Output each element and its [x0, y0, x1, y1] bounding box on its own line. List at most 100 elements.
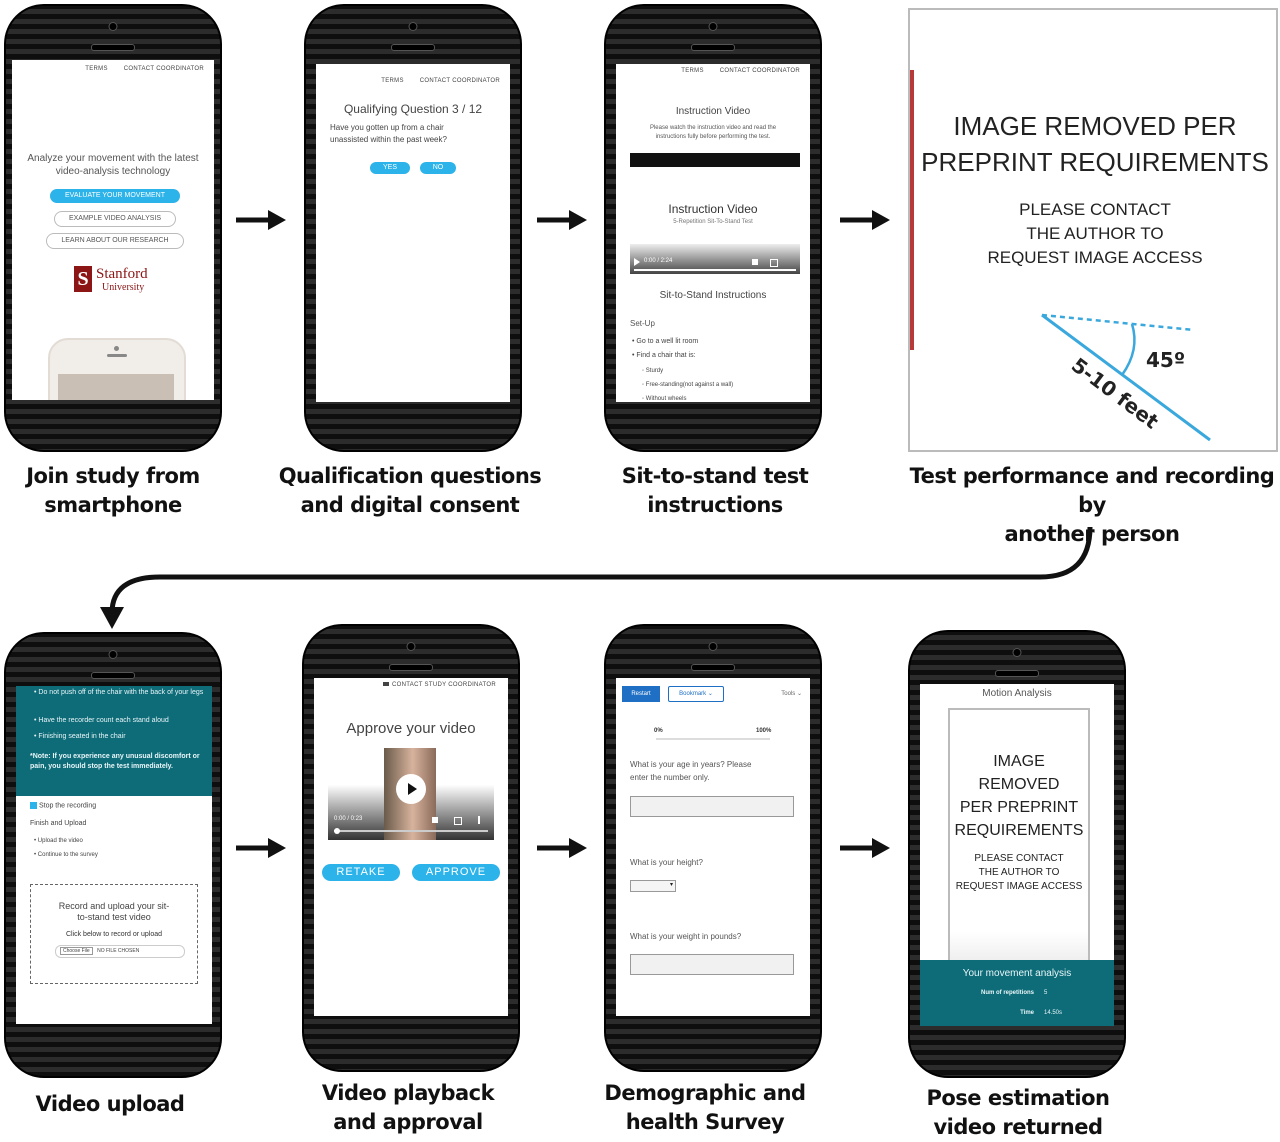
phone-approve: CONTACT STUDY COORDINATOR Approve your v…: [302, 624, 520, 1072]
speaker-icon: [91, 672, 135, 679]
speaker-icon: [91, 44, 135, 51]
time-label: Time: [1020, 1010, 1034, 1016]
evaluate-movement-button[interactable]: EVALUATE YOUR MOVEMENT: [50, 189, 180, 203]
dropdown-icon: ▾: [669, 882, 673, 888]
play-button-icon[interactable]: [396, 774, 426, 804]
weight-input[interactable]: [630, 954, 794, 975]
restart-button[interactable]: Restart: [622, 686, 660, 702]
caption-join: Join study from smartphone: [26, 464, 200, 517]
question-age: What is your age in years? Please enter …: [630, 760, 752, 782]
arrow-right-icon: [840, 210, 890, 230]
volume-icon[interactable]: [752, 259, 758, 265]
instruction-desc: Please watch the instruction video and r…: [649, 125, 777, 140]
fullscreen-icon[interactable]: [770, 259, 778, 267]
arrow-right-icon: [236, 210, 286, 230]
caption-survey: Demographic and health Survey: [604, 1081, 806, 1134]
contact-coordinator-link[interactable]: CONTACT COORDINATOR: [123, 66, 204, 72]
screen-upload: • Do not push off of the chair with the …: [16, 686, 212, 1024]
stop-icon: [30, 802, 37, 809]
instruction-video-subtitle: 5-Repetition Sit-To-Stand Test: [673, 219, 753, 225]
camera-icon: [408, 22, 418, 31]
angle-label: 45º: [1146, 348, 1185, 372]
top-links: TERMS CONTACT COORDINATOR: [367, 78, 500, 84]
list-item: • Continue to the survey: [34, 852, 98, 858]
analysis-footer: Your movement analysis Num of repetition…: [920, 960, 1114, 1026]
caption-pose: Pose estimation video returned: [926, 1086, 1110, 1139]
list-item: • Do not push off of the chair with the …: [34, 689, 204, 696]
no-file-text: NO FILE CHOSEN: [97, 948, 140, 954]
video-preview[interactable]: 0:00 / 0:23: [328, 748, 494, 840]
speaker-icon: [389, 664, 433, 671]
example-video-button[interactable]: EXAMPLE VIDEO ANALYSIS: [54, 211, 176, 227]
fullscreen-icon[interactable]: [454, 817, 462, 825]
age-input[interactable]: [630, 796, 794, 817]
removed-contact: PLEASE CONTACT THE AUTHOR TO REQUEST IMA…: [987, 200, 1203, 267]
question-height: What is your height?: [630, 858, 703, 867]
camera-icon: [108, 22, 118, 31]
caption-upload: Video upload: [35, 1092, 185, 1116]
contact-coordinator-link[interactable]: CONTACT COORDINATOR: [419, 78, 500, 84]
play-icon[interactable]: [634, 258, 640, 266]
stanford-s-icon: S: [74, 266, 92, 292]
top-links: TERMS CONTACT COORDINATOR: [667, 68, 800, 74]
removed-contact: PLEASE CONTACT THE AUTHOR TO REQUEST IMA…: [955, 853, 1083, 892]
menu-icon[interactable]: [478, 816, 480, 824]
contact-coordinator-link[interactable]: CONTACT COORDINATOR: [719, 68, 800, 74]
tools-menu[interactable]: Tools ⌄: [781, 691, 802, 697]
learn-research-button[interactable]: LEARN ABOUT OUR RESEARCH: [46, 233, 184, 249]
stop-recording: Stop the recording: [30, 802, 96, 809]
question-title: Qualifying Question 3 / 12: [343, 102, 483, 116]
upload-box[interactable]: Record and upload your sit- to-stand tes…: [30, 884, 198, 984]
stanford-logo: S Stanford University: [74, 266, 164, 296]
mockup-camera-icon: [114, 346, 119, 351]
progress-min: 0%: [654, 728, 663, 734]
speaker-icon: [691, 44, 735, 51]
height-select[interactable]: ▾: [630, 880, 676, 892]
approve-title: Approve your video: [346, 720, 476, 737]
caption-approve: Video playback and approval: [321, 1081, 495, 1134]
video-progress[interactable]: [334, 830, 488, 832]
camera-icon: [1012, 648, 1022, 657]
arrow-right-icon: [537, 838, 587, 858]
instructions-teal-block: • Do not push off of the chair with the …: [16, 686, 212, 796]
headline: Analyze your movement with the latest vi…: [27, 153, 199, 177]
volume-icon[interactable]: [432, 817, 438, 823]
bookmark-button[interactable]: Bookmark ⌄: [668, 686, 724, 702]
progress-max: 100%: [756, 728, 772, 734]
video-scrubber[interactable]: [334, 828, 340, 834]
list-item: • Upload the video: [34, 838, 83, 844]
instruction-video-title-2: Instruction Video: [668, 202, 758, 216]
caption-instructions: Sit-to-stand test instructions: [621, 464, 809, 517]
video-progress[interactable]: [634, 269, 796, 271]
file-input[interactable]: Choose File NO FILE CHOSEN: [55, 945, 185, 958]
phone-mockup-image: [48, 338, 186, 400]
top-links: TERMS CONTACT COORDINATOR: [71, 66, 204, 72]
question-text: Have you gotten up from a chair unassist…: [330, 123, 447, 144]
mail-icon: [383, 682, 390, 686]
terms-link[interactable]: TERMS: [85, 66, 108, 72]
list-item: • Have the recorder count each stand alo…: [34, 717, 169, 724]
reps-value: 5: [1044, 990, 1048, 996]
caption-qualify: Qualification questions and digital cons…: [278, 464, 542, 517]
terms-link[interactable]: TERMS: [381, 78, 404, 84]
reference-line: [1041, 313, 1195, 332]
video-player[interactable]: 0:00 / 2:24: [630, 244, 800, 274]
choose-file-button[interactable]: Choose File: [60, 947, 93, 955]
removed-video-frame: IMAGE REMOVED PER PREPRINT REQUIREMENTS …: [948, 708, 1090, 962]
screen-qualify: TERMS CONTACT COORDINATOR Qualifying Que…: [316, 64, 510, 402]
removed-heading: IMAGE REMOVED PER PREPRINT REQUIREMENTS: [954, 753, 1084, 839]
upload-title: Record and upload your sit- to-stand tes…: [58, 901, 170, 922]
approve-button[interactable]: APPROVE: [412, 864, 500, 881]
yes-button[interactable]: YES: [370, 162, 410, 174]
setup-heading: Set-Up: [630, 319, 655, 328]
contact-link[interactable]: CONTACT STUDY COORDINATOR: [383, 682, 496, 688]
screen-approve: CONTACT STUDY COORDINATOR Approve your v…: [314, 678, 508, 1016]
note-text: *Note: If you experience any unusual dis…: [30, 753, 200, 770]
speaker-icon: [691, 664, 735, 671]
retake-button[interactable]: RETAKE: [322, 864, 400, 881]
list-item: ◦ Without wheels: [642, 396, 687, 402]
connector-arrow-icon: [100, 526, 1093, 629]
terms-link[interactable]: TERMS: [681, 68, 704, 74]
no-button[interactable]: NO: [420, 162, 456, 174]
reps-label: Num of repetitions: [980, 990, 1034, 996]
